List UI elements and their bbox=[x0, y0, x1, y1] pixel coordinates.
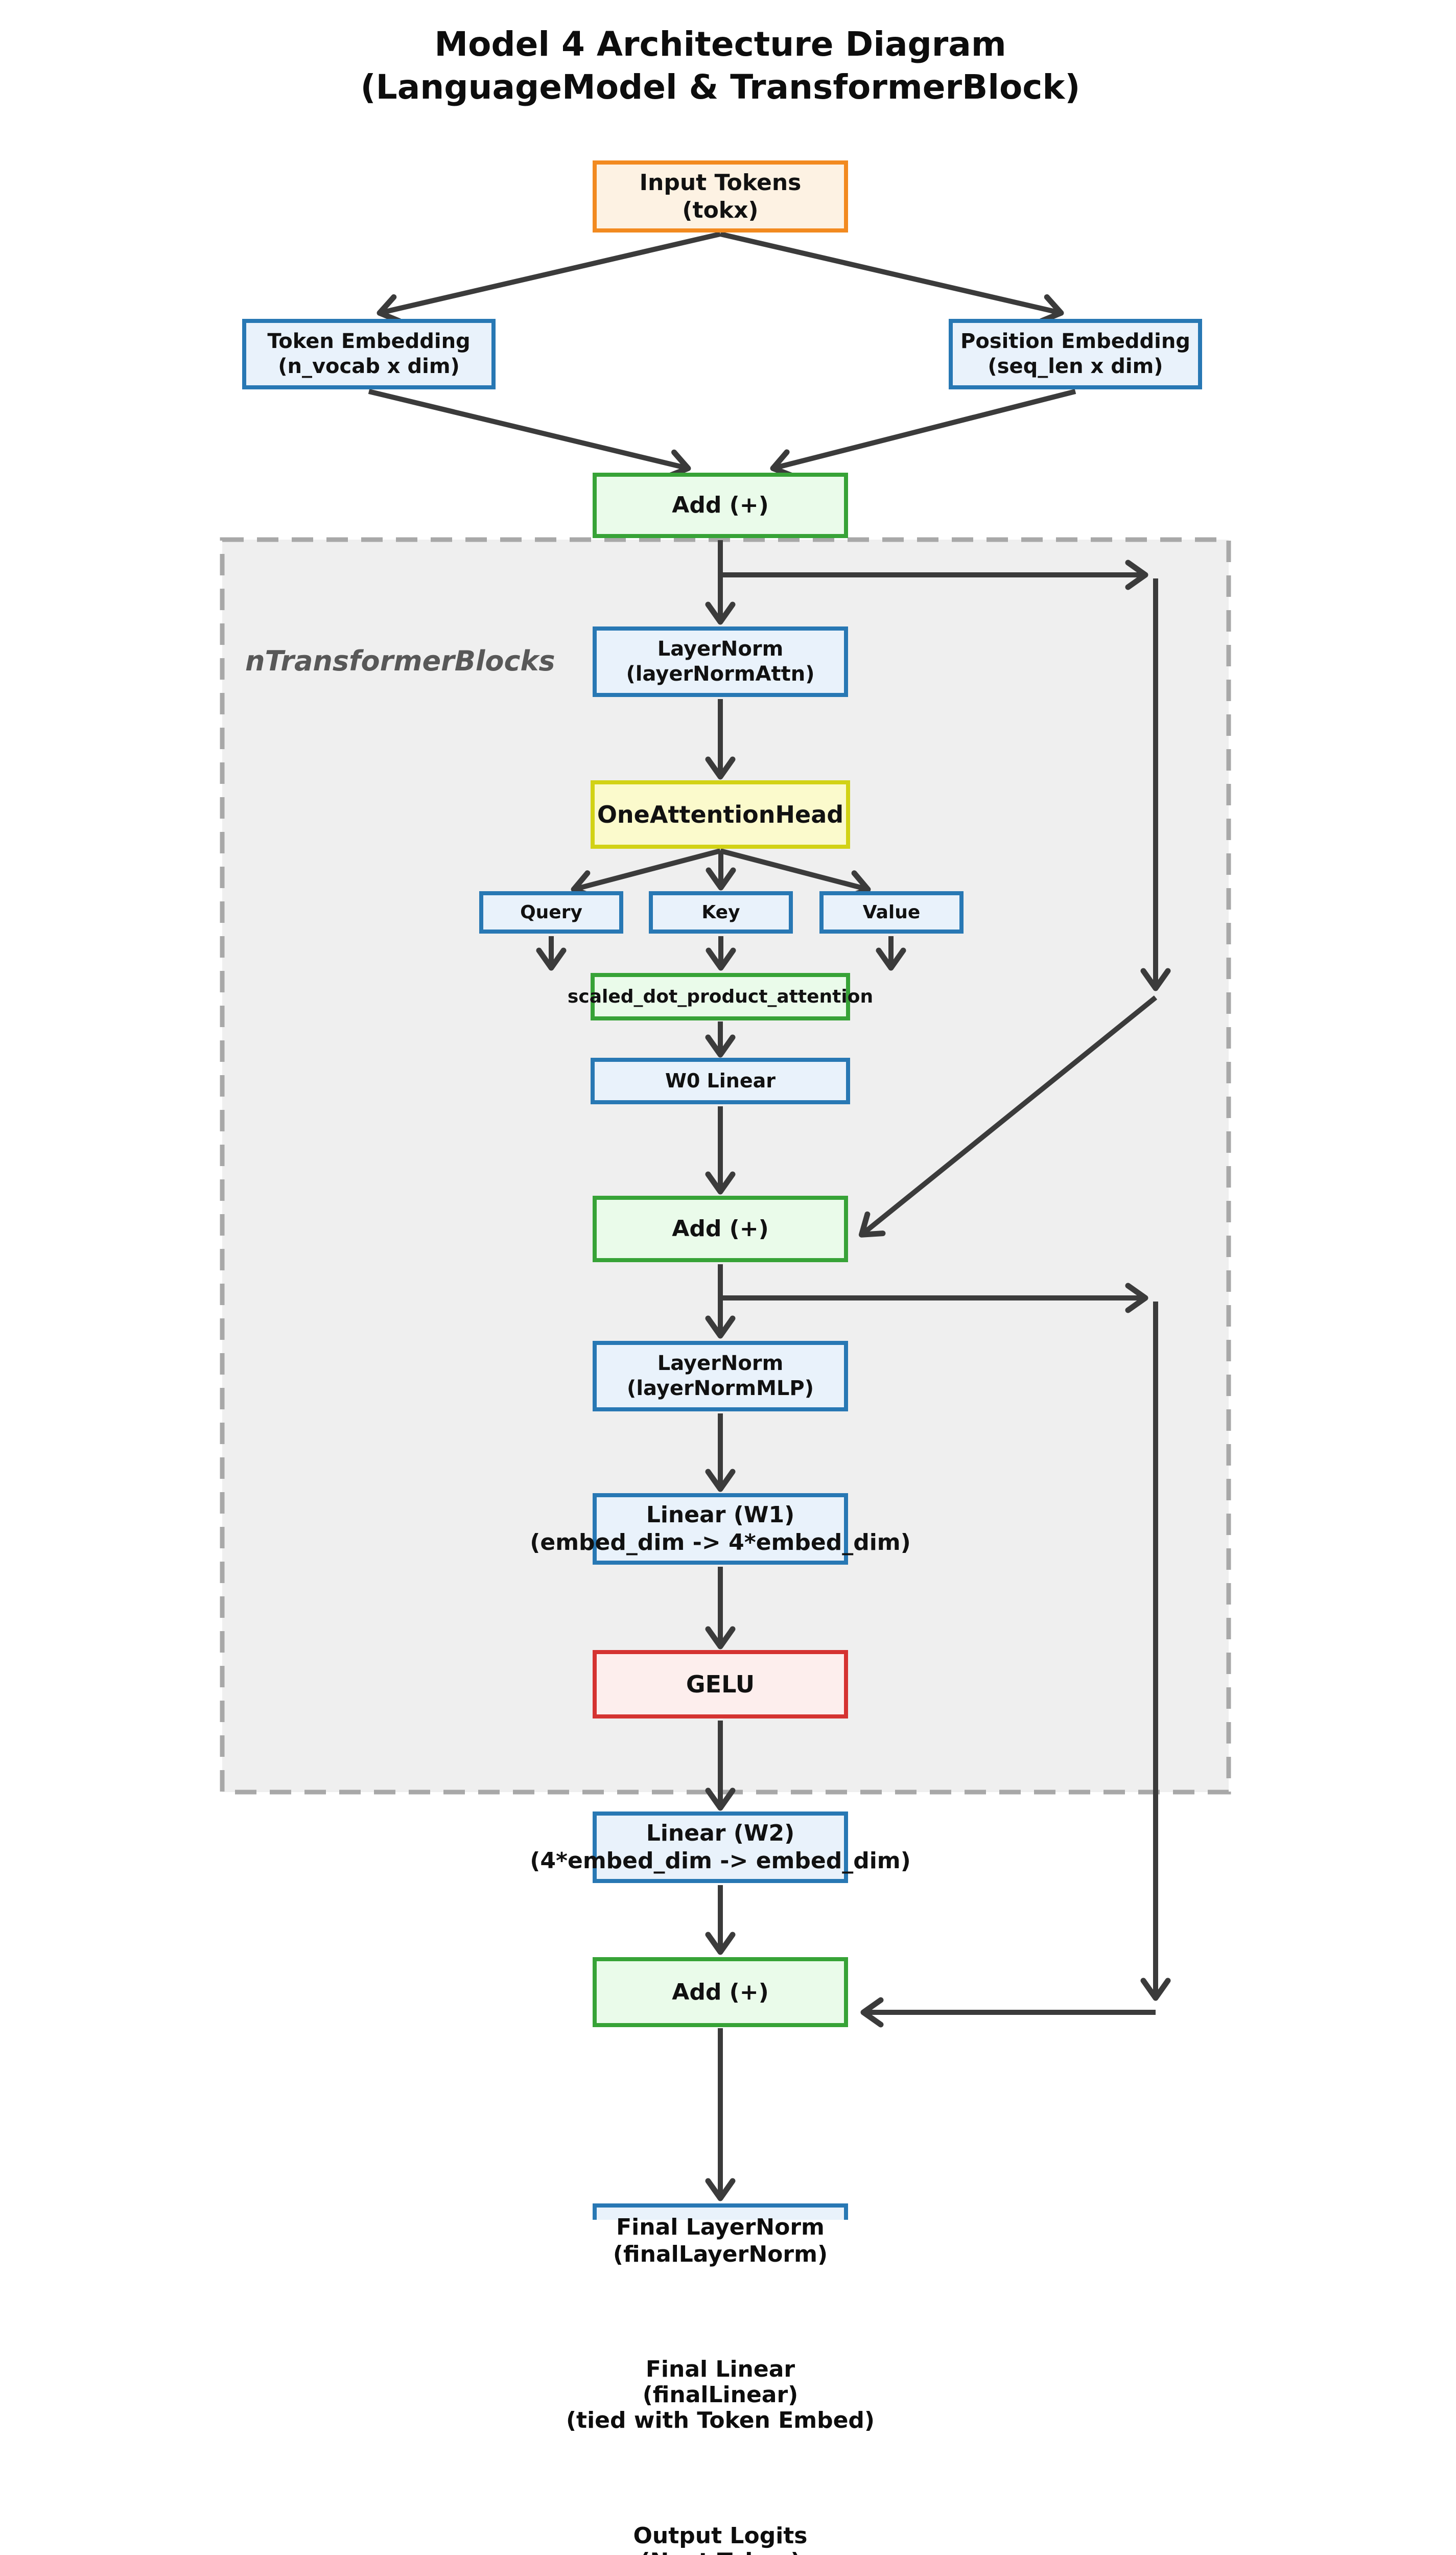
node-scaled-dot-product-attention: scaled_dot_product_attention bbox=[568, 973, 873, 1020]
node-layernorm-mlp: LayerNorm (layerNormMLP) bbox=[593, 1341, 848, 1411]
node-add-1: Add (+) bbox=[593, 473, 848, 538]
edge-attention-head-to-query bbox=[571, 848, 721, 900]
node-final-layernorm-box bbox=[593, 2203, 848, 2220]
node-position-embedding: Position Embedding (seq_len x dim) bbox=[949, 319, 1202, 389]
edge-skip1-diagonal-to-add2 bbox=[858, 995, 1158, 1238]
node-final-linear-label: Final Linear (finalLinear) (tied with To… bbox=[566, 2356, 875, 2433]
node-token-embedding: Token Embedding (n_vocab x dim) bbox=[242, 319, 496, 389]
node-key: Key bbox=[649, 891, 793, 934]
node-w0-linear: W0 Linear bbox=[591, 1058, 850, 1104]
transformer-blocks-container bbox=[220, 537, 1231, 1795]
edge-attention-head-to-value bbox=[719, 848, 871, 900]
diagram-title: Model 4 Architecture Diagram (LanguageMo… bbox=[360, 25, 1081, 107]
node-final-layernorm-label: Final LayerNorm (finalLayerNorm) bbox=[613, 2214, 828, 2267]
node-gelu: GELU bbox=[593, 1650, 848, 1718]
node-query: Query bbox=[479, 891, 623, 934]
transformer-blocks-label: nTransformerBlocks bbox=[245, 645, 555, 677]
node-layernorm-attn: LayerNorm (layerNormAttn) bbox=[593, 626, 848, 697]
edge-position-embedding-to-add1 bbox=[770, 389, 1076, 479]
node-output-logits-label: Output Logits (Next Token) bbox=[633, 2523, 808, 2555]
node-add-3: Add (+) bbox=[593, 1957, 848, 2027]
edge-input-to-token-embedding bbox=[377, 231, 721, 324]
node-linear-w2: Linear (W2) (4*embed_dim -> embed_dim) bbox=[530, 1811, 911, 1883]
node-value: Value bbox=[819, 891, 964, 934]
edge-input-to-position-embedding bbox=[719, 231, 1064, 324]
node-input-tokens: Input Tokens (tokx) bbox=[593, 160, 848, 233]
edges bbox=[368, 231, 1171, 2201]
node-one-attention-head: OneAttentionHead bbox=[591, 780, 850, 849]
edge-token-embedding-to-add1 bbox=[368, 389, 691, 479]
node-add-2: Add (+) bbox=[593, 1196, 848, 1262]
node-linear-w1: Linear (W1) (embed_dim -> 4*embed_dim) bbox=[530, 1493, 911, 1565]
